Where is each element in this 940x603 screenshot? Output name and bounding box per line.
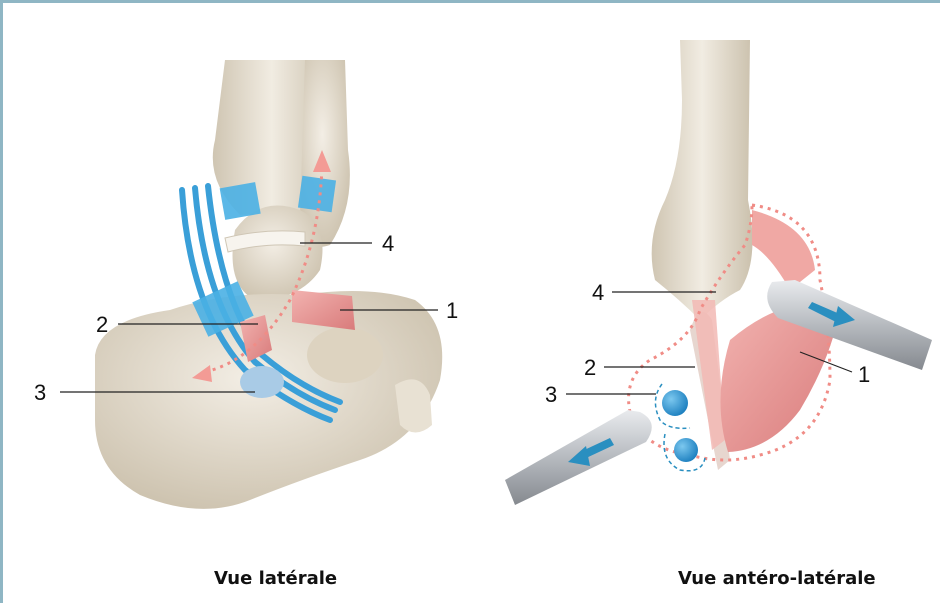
right-label-4: 4 (592, 280, 604, 305)
left-label-3: 3 (34, 380, 46, 405)
right-tendon-upper-ball (662, 390, 688, 416)
right-tendon-lower-ball (674, 438, 698, 462)
left-label-1: 1 (446, 298, 458, 323)
left-posterior-tibiofibular-ligament (298, 176, 336, 212)
right-ligament-fan (692, 300, 725, 450)
right-label-2: 2 (584, 355, 596, 380)
left-lateral-view: 4 1 2 3 Vue latérale (34, 60, 458, 589)
left-inferior-retinaculum (240, 366, 284, 398)
right-upper-ligament (752, 210, 815, 290)
left-anterior-tibiofibular-ligament (220, 182, 261, 220)
left-navicular-bone (307, 327, 383, 383)
left-talus-bone (233, 206, 323, 301)
left-label-4: 4 (382, 231, 394, 256)
right-fibula-bone (652, 40, 753, 320)
left-label-2: 2 (96, 312, 108, 337)
right-label-1: 1 (858, 362, 870, 387)
right-anterolateral-view: 4 2 3 1 Vue antéro-latérale (505, 40, 932, 589)
left-view-caption: Vue latérale (214, 568, 337, 589)
right-view-caption: Vue antéro-latérale (678, 568, 876, 589)
right-label-3: 3 (545, 382, 557, 407)
